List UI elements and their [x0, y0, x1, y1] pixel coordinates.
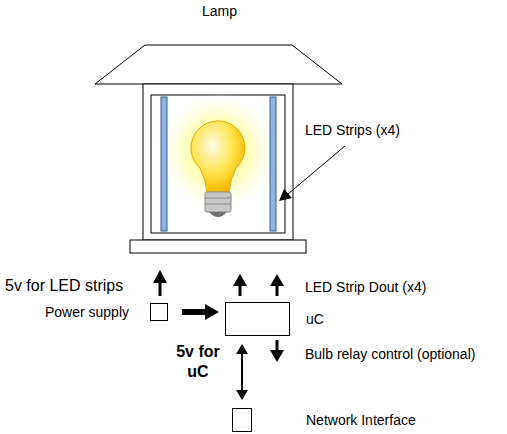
- callout-label: LED Strips (x4): [305, 122, 400, 139]
- microcontroller-box: uC: [225, 302, 290, 336]
- signal-label: LED Strip Dout (x4): [305, 279, 426, 296]
- dout-arrow: [239, 285, 242, 296]
- signal-label: Bulb relay control (optional): [305, 346, 475, 363]
- lamp-body: [143, 84, 293, 240]
- node-label: uC: [306, 311, 324, 328]
- power-supply-box: Power supply: [150, 303, 168, 321]
- network-interface-box: Network Interface: [232, 408, 252, 432]
- node-label: Network Interface: [306, 412, 416, 429]
- power-arrowhead: [153, 270, 167, 283]
- double-arrow: [241, 354, 243, 390]
- bulb-glow: [156, 90, 280, 214]
- power-label: 5v for LED strips: [5, 276, 123, 295]
- bulb-contact: [209, 212, 227, 217]
- relay-arrowhead: [270, 350, 284, 362]
- node-label: Lamp: [97, 3, 342, 20]
- lamp-roof: [95, 45, 342, 84]
- bulb-thread: [205, 204, 231, 205]
- relay-arrow: [276, 340, 279, 351]
- leader-arrowhead: [279, 189, 292, 201]
- lamp-base: [130, 240, 306, 253]
- led-strip: [161, 97, 167, 231]
- bulb-base: [205, 192, 231, 212]
- node-label: Power supply: [45, 304, 129, 321]
- edge-label: 5v for uC: [168, 342, 228, 382]
- dout-arrowhead: [233, 274, 247, 286]
- dout-arrow: [276, 285, 279, 296]
- bulb-glass: [191, 121, 245, 192]
- power-arrow: [159, 282, 162, 296]
- dout-arrowhead: [270, 274, 284, 286]
- connector-arrow: [182, 309, 205, 315]
- led-strip: [270, 97, 276, 231]
- bulb-thread: [205, 198, 231, 199]
- leader-line: [288, 146, 345, 194]
